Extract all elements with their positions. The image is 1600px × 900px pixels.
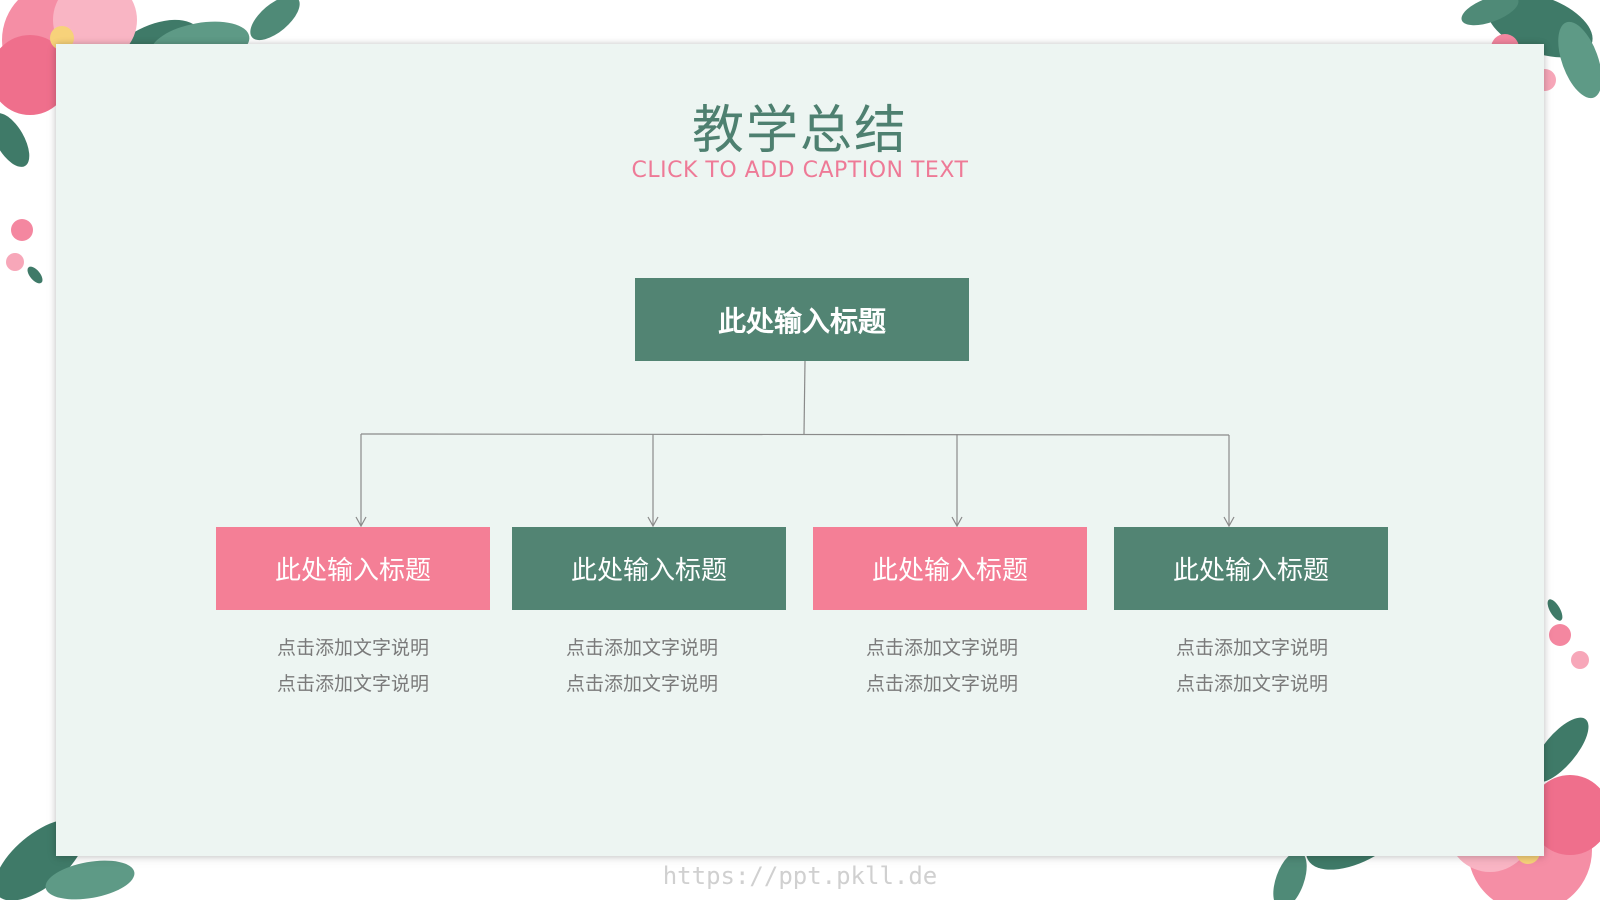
branch-bar [360, 433, 1230, 436]
description-line: 点击添加文字说明 [865, 673, 1018, 695]
description-line: 点击添加文字说明 [565, 673, 718, 695]
description-line: 点击添加文字说明 [276, 673, 429, 695]
slide-caption: CLICK TO ADD CAPTION TEXT [631, 158, 969, 183]
child-description-1[interactable]: 点击添加文字说明 点击添加文字说明 [216, 630, 490, 702]
description-line: 点击添加文字说明 [276, 637, 429, 659]
child-description-4[interactable]: 点击添加文字说明 点击添加文字说明 [1115, 630, 1389, 702]
arrow-head-4 [1223, 516, 1235, 528]
description-line: 点击添加文字说明 [865, 637, 1018, 659]
child-node-3[interactable]: 此处输入标题 [813, 527, 1087, 610]
root-node-label: 此处输入标题 [717, 304, 886, 338]
description-line: 点击添加文字说明 [1175, 637, 1328, 659]
child-description-2[interactable]: 点击添加文字说明 点击添加文字说明 [505, 630, 779, 702]
description-line: 点击添加文字说明 [565, 637, 718, 659]
arrow-head-2 [647, 516, 659, 528]
slide-title: 教学总结 [691, 101, 908, 161]
child-node-label: 此处输入标题 [570, 556, 727, 586]
arrow-head-1 [355, 516, 367, 528]
child-node-label: 此处输入标题 [1172, 556, 1329, 586]
root-node[interactable]: 此处输入标题 [635, 278, 969, 361]
child-node-label: 此处输入标题 [871, 556, 1028, 586]
child-node-2[interactable]: 此处输入标题 [512, 527, 786, 610]
child-node-1[interactable]: 此处输入标题 [216, 527, 490, 610]
description-line: 点击添加文字说明 [1175, 673, 1328, 695]
slide-panel [56, 44, 1544, 856]
child-node-4[interactable]: 此处输入标题 [1114, 527, 1388, 610]
watermark-url: https://ppt.pkll.de [662, 862, 938, 890]
root-stem [803, 360, 806, 435]
child-node-label: 此处输入标题 [274, 556, 431, 586]
child-description-3[interactable]: 点击添加文字说明 点击添加文字说明 [805, 630, 1079, 702]
arrow-head-3 [951, 516, 963, 528]
